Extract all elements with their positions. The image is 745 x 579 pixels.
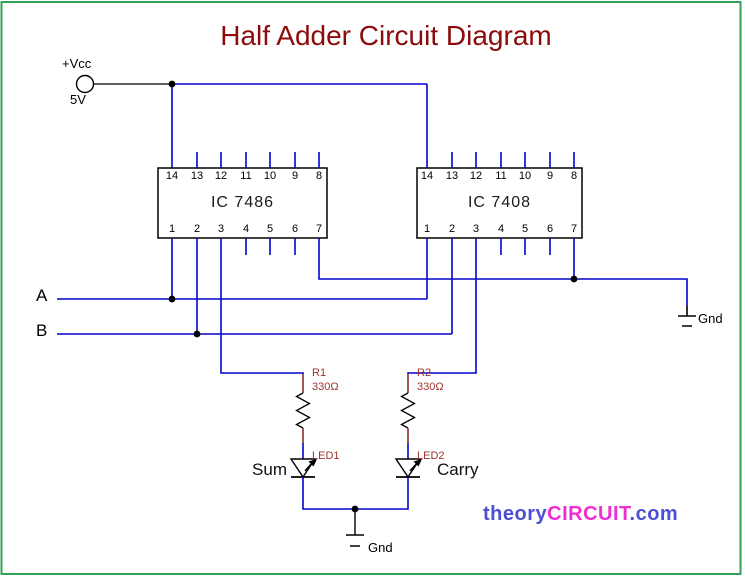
led1-ref: LED1: [312, 450, 340, 462]
led2-arrow-head: [413, 459, 422, 467]
ic1-pin7-label: 7: [315, 223, 323, 235]
ic1-pin2-label: 2: [193, 223, 201, 235]
led1-arrow-head: [308, 459, 317, 467]
ic2-pin4-label: 4: [497, 223, 505, 235]
ic1-pin4-label: 4: [242, 223, 250, 235]
ic1-pin1-label: 1: [168, 223, 176, 235]
ic1-body: [157, 167, 328, 239]
resistor-r2-ref: R2: [417, 367, 432, 379]
led2-ref: LED2: [417, 450, 445, 462]
ic2-pin9-label: 9: [546, 170, 554, 182]
carry-label: Carry: [437, 460, 479, 479]
vcc-terminal-circle: [75, 74, 95, 94]
ic2-pin12-label: 12: [469, 170, 483, 182]
wire-vcc-rail: [171, 83, 428, 168]
ic1-pin5-label: 5: [266, 223, 274, 235]
input-b-label: B: [36, 321, 48, 340]
ic1-pin9-label: 9: [291, 170, 299, 182]
ic2-pin1-label: 1: [423, 223, 431, 235]
ic1-pin12-label: 12: [214, 170, 228, 182]
wire-led-ground-rail: [302, 477, 409, 510]
wire-ground-rail: [318, 238, 688, 306]
ic1-pin8-label: 8: [315, 170, 323, 182]
junction-dot-b: [193, 330, 201, 338]
ic1-top-stubs: [196, 152, 320, 168]
brand-prefix: theory: [483, 503, 548, 525]
junction-dot-led-rail: [351, 505, 359, 513]
ic1-pin13-label: 13: [190, 170, 204, 182]
ic1-pin14-label: 14: [165, 170, 179, 182]
junction-dot-vcc: [168, 80, 176, 88]
ic2-pin11-label: 11: [495, 170, 507, 182]
ic2-pin13-label: 13: [445, 170, 459, 182]
gnd-bottom-label: Gnd: [368, 540, 393, 555]
led1-symbol: [289, 458, 317, 479]
ic1-pin3-label: 3: [217, 223, 225, 235]
resistor-r1-ref: R1: [312, 367, 327, 379]
page-title: Half Adder Circuit Diagram: [220, 20, 552, 51]
resistor-r2-value: 330Ω: [417, 381, 444, 393]
wire-input-b: [57, 238, 453, 335]
ic2-body: [416, 167, 583, 239]
vcc-voltage: 5V: [70, 92, 86, 107]
junction-dot-a: [168, 295, 176, 303]
ic2-pin10-label: 10: [518, 170, 532, 182]
resistor-r1-value: 330Ω: [312, 381, 339, 393]
ground-right-symbol: [678, 306, 696, 327]
wire-carry-out: [407, 238, 477, 374]
ic2-pin8-label: 8: [570, 170, 578, 182]
vcc-label: +Vcc: [62, 56, 92, 71]
wire-input-a: [57, 238, 428, 300]
ic2-bottom-stubs: [500, 238, 551, 255]
ic2-name: IC 7408: [467, 194, 532, 211]
ic2-pin3-label: 3: [472, 223, 480, 235]
ic2-pin5-label: 5: [521, 223, 529, 235]
ic2-pin6-label: 6: [546, 223, 554, 235]
resistor-r1-symbol: [295, 392, 311, 429]
ic1-pin10-label: 10: [263, 170, 277, 182]
ic2-top-stubs: [451, 152, 575, 168]
ic1-bottom-stubs: [245, 238, 296, 255]
ic2-pin2-label: 2: [448, 223, 456, 235]
brand-highlight: CIRCUIT: [547, 503, 630, 525]
ic2-pin14-label: 14: [420, 170, 434, 182]
input-a-label: A: [36, 286, 48, 305]
brand-logo: theoryCIRCUIT.com: [483, 503, 678, 526]
led2-symbol: [394, 458, 422, 479]
wire-sum-out: [220, 238, 304, 374]
resistor-r2-symbol: [400, 392, 416, 429]
sum-label: Sum: [252, 460, 287, 479]
ic1-pin6-label: 6: [291, 223, 299, 235]
ic1-pin11-label: 11: [240, 170, 252, 182]
junction-dot-gnd: [570, 275, 578, 283]
gnd-right-label: Gnd: [698, 311, 723, 326]
brand-suffix: .com: [629, 503, 679, 525]
ic1-name: IC 7486: [210, 194, 275, 211]
ground-bottom-symbol: [346, 534, 364, 547]
ic2-pin7-label: 7: [570, 223, 578, 235]
